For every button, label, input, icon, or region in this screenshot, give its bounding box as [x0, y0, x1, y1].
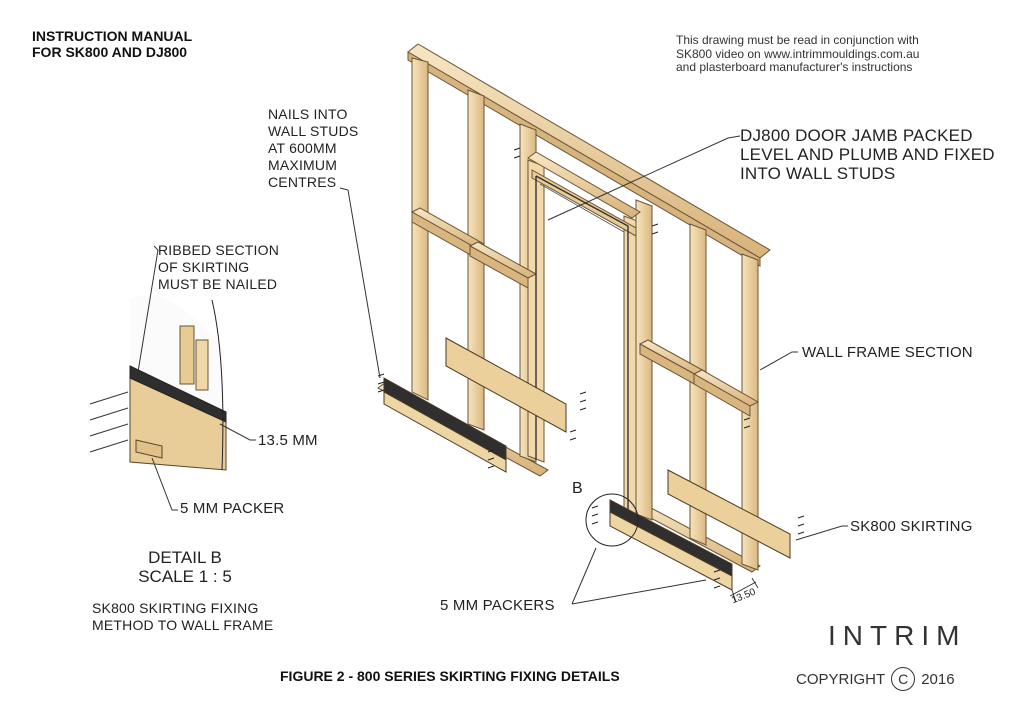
door-jamb-line1: DJ800 DOOR JAMB PACKED — [740, 126, 973, 145]
packer-label: 5 MM PACKER — [180, 500, 285, 517]
wall-frame-label: WALL FRAME SECTION — [802, 344, 973, 361]
copyright-notice: COPYRIGHT C 2016 — [796, 667, 955, 691]
manual-title-line1: INSTRUCTION MANUAL — [32, 28, 193, 44]
fixing-method: SK800 SKIRTING FIXING METHOD TO WALL FRA… — [92, 600, 273, 634]
conjunction-note: This drawing must be read in conjunction… — [676, 33, 1016, 75]
detail-ribbed-section — [129, 365, 227, 423]
skirting-label: SK800 SKIRTING — [850, 518, 973, 535]
top-plate — [407, 43, 771, 259]
nails-line1: NAILS INTO — [268, 106, 348, 122]
door-jamb-callout: DJ800 DOOR JAMB PACKED LEVEL AND PLUMB A… — [740, 126, 995, 183]
ribbed-line1: RIBBED SECTION — [158, 242, 280, 258]
detail-stud — [179, 325, 195, 385]
packers-label: 5 MM PACKERS — [440, 597, 555, 614]
skirting-right-back — [667, 469, 791, 559]
method-line1: SK800 SKIRTING FIXING — [92, 600, 259, 616]
copyright-word: COPYRIGHT — [796, 670, 886, 688]
skirting-back — [445, 337, 567, 433]
note-line1: This drawing must be read in conjunction… — [676, 33, 919, 47]
door-jamb-line2: LEVEL AND PLUMB AND FIXED — [740, 145, 995, 164]
stud-4 — [635, 199, 653, 521]
detail-packer — [135, 439, 163, 459]
copyright-year: 2016 — [921, 670, 955, 688]
figure-caption: FIGURE 2 - 800 SERIES SKIRTING FIXING DE… — [280, 668, 620, 684]
dimension-marker — [729, 577, 759, 603]
stud-2 — [467, 89, 485, 431]
method-line2: METHOD TO WALL FRAME — [92, 617, 274, 633]
ribbed-line3: MUST BE NAILED — [158, 276, 278, 292]
nail-marks — [377, 147, 805, 589]
copyright-icon: C — [891, 667, 916, 691]
thickness-label: 13.5 MM — [258, 432, 318, 449]
detail-nails — [89, 391, 129, 453]
detail-title: DETAIL B — [148, 548, 222, 567]
detail-scale: SCALE 1 : 5 — [138, 567, 232, 586]
detail-b-inset — [89, 295, 227, 471]
detail-marker-label: B — [572, 480, 583, 497]
note-line2: SK800 video on www.intrimmouldings.com.a… — [676, 46, 920, 61]
manual-title-line2: FOR SK800 AND DJ800 — [32, 44, 188, 60]
skirting-right — [609, 499, 733, 591]
nails-line3: AT 600MM — [268, 140, 337, 156]
nails-line5: CENTRES — [268, 174, 337, 190]
wall-frame — [377, 43, 771, 573]
note-line3: and plasterboard manufacturer's instruct… — [676, 60, 913, 74]
detail-title-block: DETAIL B SCALE 1 : 5 — [120, 548, 250, 586]
leader-lines — [137, 135, 848, 605]
detail-b-circle — [585, 493, 639, 547]
manual-title: INSTRUCTION MANUAL FOR SK800 AND DJ800 — [32, 28, 192, 60]
skirting-left — [383, 377, 507, 473]
ribbed-callout: RIBBED SECTION OF SKIRTING MUST BE NAILE… — [158, 242, 279, 293]
nails-line2: WALL STUDS — [268, 123, 359, 139]
door-jamb-line3: INTO WALL STUDS — [740, 164, 896, 183]
nails-line4: MAXIMUM — [268, 157, 338, 173]
stud-1 — [411, 57, 429, 401]
ribbed-line2: OF SKIRTING — [158, 259, 250, 275]
nails-callout: NAILS INTO WALL STUDS AT 600MM MAXIMUM C… — [268, 106, 358, 191]
intrim-logo: INTRIM — [828, 620, 967, 651]
